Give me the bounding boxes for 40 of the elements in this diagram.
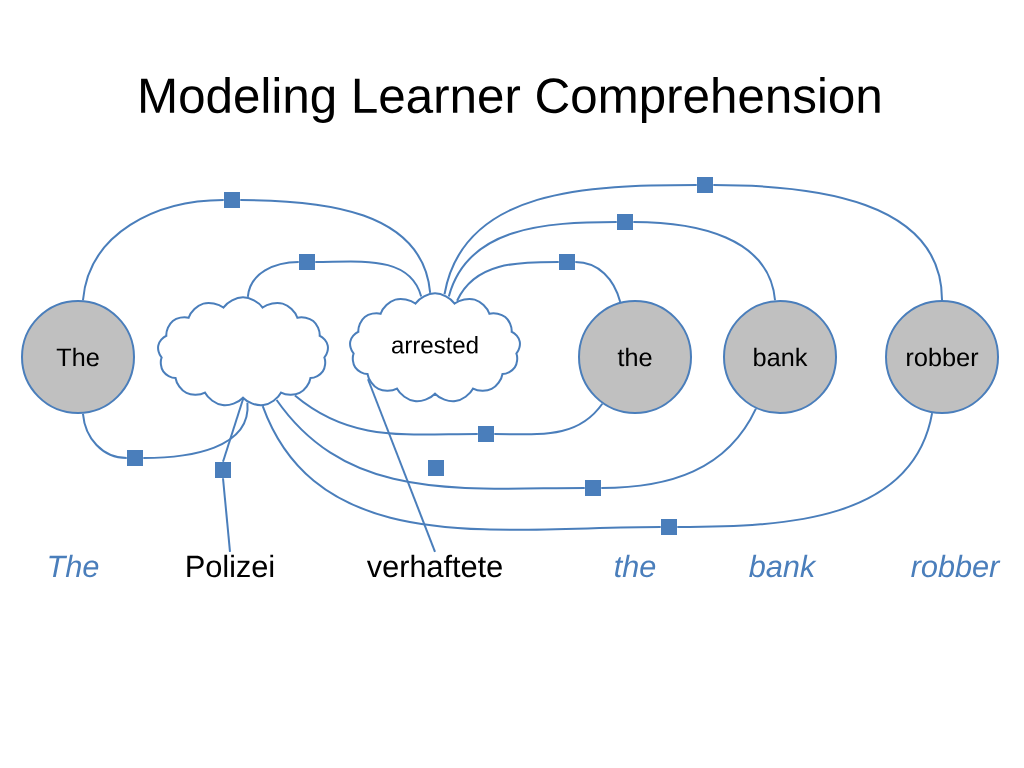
connector [222,398,244,463]
connector [712,184,943,301]
word-label: robber [911,554,1001,578]
connector [222,477,231,553]
connector [81,412,128,459]
connector [632,221,777,302]
connector [275,399,586,490]
connector [456,261,560,302]
cloud-shape [157,296,329,407]
word-label: The [49,554,99,578]
connector [574,261,622,303]
factor-square [697,177,713,193]
factor-square [559,254,575,270]
factor-square [585,480,601,496]
word-label: the [615,554,656,578]
connector [676,412,934,528]
word: verhaftete [366,554,502,578]
factor-square [617,214,633,230]
connector [493,402,604,436]
factor-square [224,192,240,208]
word: Polizei [187,554,274,578]
connector [142,401,249,459]
factor-square [478,426,494,442]
factor-square [428,460,444,476]
factor-square [127,450,143,466]
connector [293,394,479,436]
connector [239,199,432,294]
connector [600,407,757,489]
connector [261,405,662,531]
word-label: bank [749,554,817,578]
factor-square [299,254,315,270]
connector [367,378,436,553]
connector [246,261,300,298]
connector [314,260,423,298]
connector [447,221,618,298]
factor-square [661,519,677,535]
connector [443,184,698,296]
connector [81,199,225,302]
title: Modeling Learner Comprehension [141,77,880,123]
factor-square [215,462,231,478]
